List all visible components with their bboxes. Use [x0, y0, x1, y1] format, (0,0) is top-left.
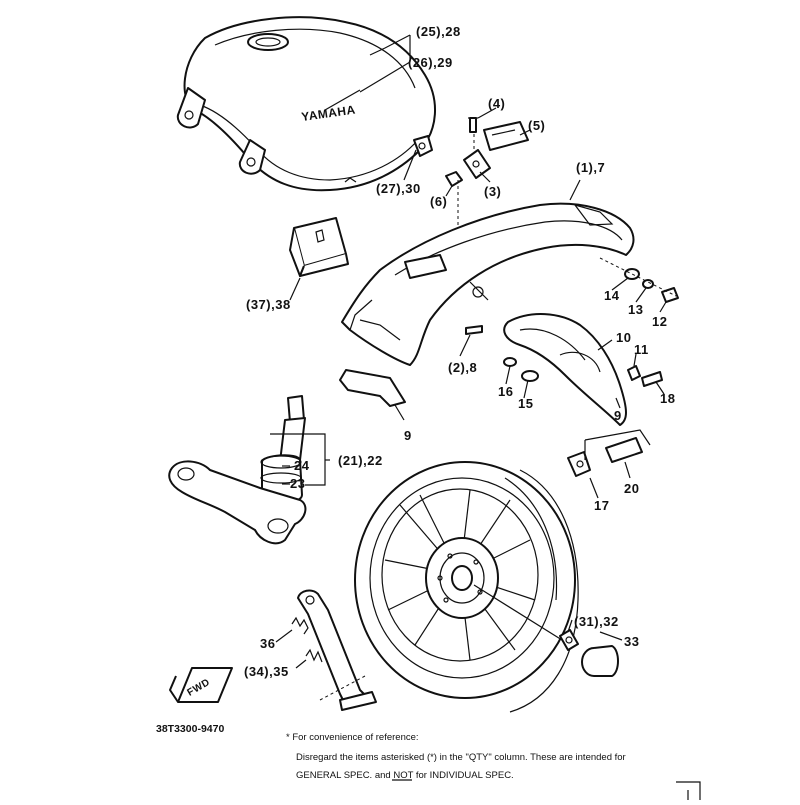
label-11: 11	[634, 342, 649, 357]
bolt-part-18	[641, 371, 663, 387]
label-21-22: (21),22	[338, 453, 383, 468]
label-10: 10	[616, 330, 631, 345]
label-17: 17	[594, 498, 609, 513]
bolt-part-2	[465, 325, 483, 335]
label-15: 15	[518, 396, 533, 411]
bolt-part-11	[627, 365, 641, 381]
spring-part-34	[305, 648, 323, 663]
label-16: 16	[498, 384, 513, 399]
rear-wheel	[354, 461, 579, 713]
reflector-20	[605, 437, 643, 463]
label-13: 13	[628, 302, 643, 317]
relay-box	[289, 217, 349, 277]
label-9-left: 9	[404, 428, 412, 443]
label-33: 33	[624, 634, 639, 649]
footnote-line-1: * For convenience of reference:	[286, 732, 419, 743]
label-14: 14	[604, 288, 620, 303]
label-34-35: (34),35	[244, 664, 289, 679]
label-27-30: (27),30	[376, 181, 421, 196]
callout-labels: (25),28 (26),29 (4) (5) (27),30 (6) (3) …	[244, 24, 675, 679]
label-2-8: (2),8	[448, 360, 477, 375]
bracket-part-3	[463, 149, 491, 179]
washer-part-16	[503, 357, 517, 367]
label-4: (4)	[488, 96, 505, 111]
nut-part-6	[445, 171, 463, 187]
label-24: 24	[294, 458, 310, 473]
collar-part-31	[559, 629, 579, 651]
footnote-line-3: GENERAL SPEC. and NOT for INDIVIDUAL SPE…	[296, 770, 514, 781]
label-1-7: (1),7	[576, 160, 605, 175]
washer-part-13	[642, 279, 654, 289]
bolt-part-12	[661, 287, 679, 303]
label-36: 36	[260, 636, 275, 651]
seat-bracket-9	[339, 369, 406, 407]
label-12: 12	[652, 314, 667, 329]
footnote: * For convenience of reference: Disregar…	[286, 732, 626, 781]
tank-emblem-bolt	[413, 135, 433, 157]
label-25-28: (25),28	[416, 24, 461, 39]
footnote-line-2: Disregard the items asterisked (*) in th…	[296, 752, 626, 763]
spring-part-36	[291, 616, 309, 635]
rear-fender	[341, 202, 635, 366]
side-stand	[297, 589, 377, 711]
label-31-32: (31),32	[574, 614, 619, 629]
fuel-tank	[176, 16, 436, 192]
dust-cover-33	[581, 645, 619, 677]
washer-part-15	[521, 370, 539, 382]
bracket-part-5	[483, 121, 529, 151]
label-9-right: 9	[614, 408, 622, 423]
under-bracket	[168, 460, 307, 545]
fender-stay-10	[503, 313, 627, 426]
label-26-29: (26),29	[408, 55, 453, 70]
label-18: 18	[660, 391, 675, 406]
label-5: (5)	[528, 118, 545, 133]
forward-arrow-icon	[169, 667, 233, 703]
label-6: (6)	[430, 194, 447, 209]
label-37-38: (37),38	[246, 297, 291, 312]
bracket-part-17	[567, 451, 591, 477]
label-20: 20	[624, 481, 639, 496]
label-23: 23	[290, 476, 305, 491]
washer-part-14	[624, 268, 640, 280]
document-code: 38T3300-9470	[156, 723, 224, 735]
screw-part-4	[468, 117, 478, 133]
label-3: (3)	[484, 184, 501, 199]
page-corner-mark	[676, 781, 701, 800]
